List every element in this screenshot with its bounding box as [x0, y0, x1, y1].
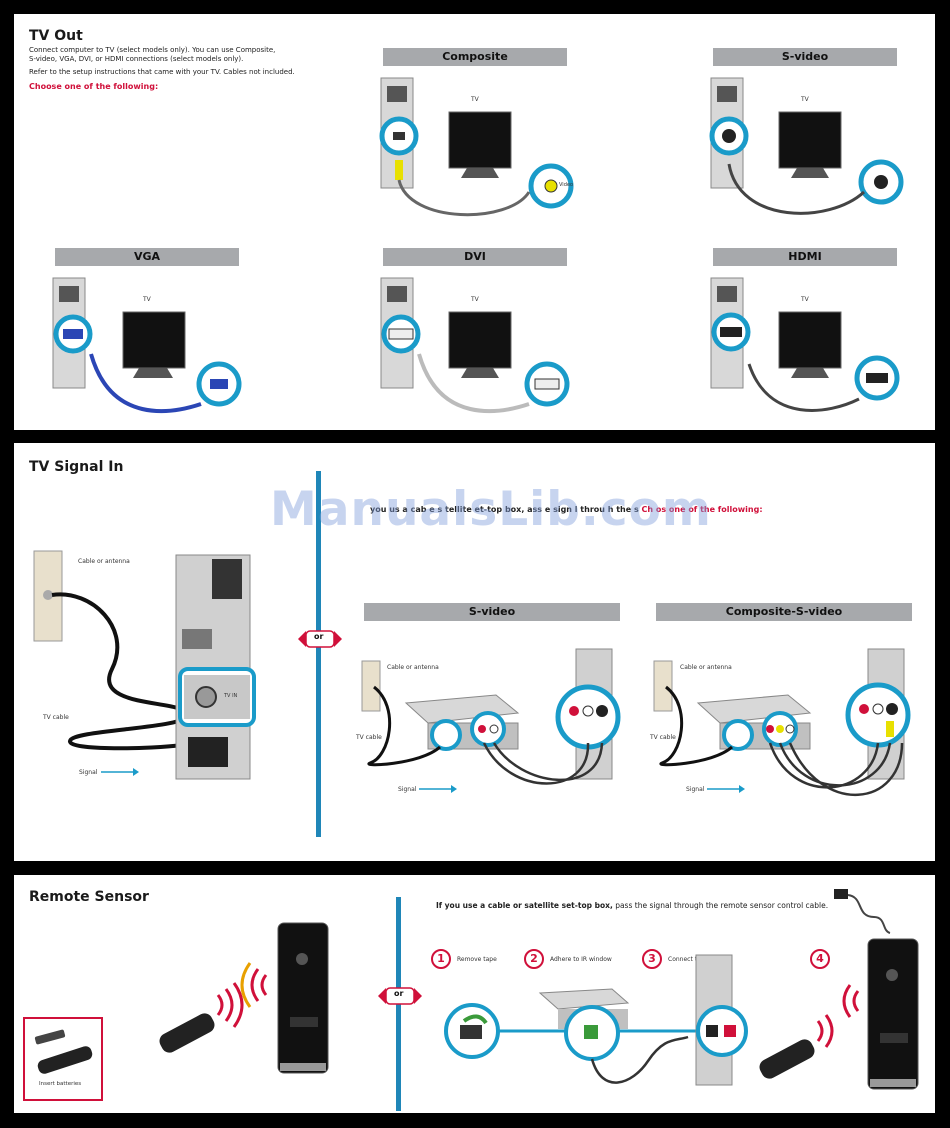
signal-arrow: [707, 785, 745, 793]
step-2-badge: 2: [524, 949, 544, 969]
svideo-header: S-video: [713, 48, 897, 66]
step-2-label: Adhere to IR window: [550, 956, 612, 963]
insert-batteries-label: Insert batteries: [39, 1081, 82, 1087]
tv-out-desc-3: Refer to the setup instructions that cam…: [29, 68, 295, 76]
or-badge: [298, 630, 342, 648]
or-label: or: [394, 989, 404, 998]
remote-to-pc-diagram: [159, 922, 329, 1074]
or-label: or: [314, 632, 324, 641]
remote-sensor-title: Remote Sensor: [29, 889, 149, 905]
svideo-settop-diagram: [361, 648, 621, 785]
remote-to-pc-diagram-2: [759, 938, 919, 1090]
tv-out-title: TV Out: [29, 28, 83, 44]
tv-cable-label: TV cable: [356, 734, 382, 741]
vga-header: VGA: [55, 248, 239, 266]
tv-out-desc-2: S-video, VGA, DVI, or HDMI connections (…: [29, 55, 244, 63]
or-badge: [378, 987, 422, 1005]
settop-text-main: you us a cab e s tellite et-top box, ass…: [370, 505, 642, 514]
remote-intro: If you use a cable or satellite set-top …: [436, 901, 828, 911]
tv-label: TV: [471, 96, 479, 103]
signal-label: Signal: [79, 769, 98, 776]
settop-text: you us a cab e s tellite et-top box, ass…: [370, 505, 763, 515]
signal-arrow: [101, 768, 139, 776]
composite-header: Composite: [383, 48, 567, 66]
tv-signal-in-title: TV Signal In: [29, 459, 124, 475]
insert-batteries-box: Insert batteries: [23, 1017, 103, 1101]
tv-label: TV: [801, 96, 809, 103]
tvin-port-label: TV IN: [224, 693, 238, 699]
tv-label: TV: [801, 296, 809, 303]
tv-cable-label: TV cable: [43, 714, 69, 721]
remote-intro-bold: If you use a cable or satellite set-top …: [436, 901, 613, 910]
composite-svideo-settop-diagram: [653, 648, 911, 796]
svideo-diagram: [709, 77, 904, 215]
hdmi-header: HDMI: [713, 248, 897, 266]
antenna-to-pc-diagram: [33, 550, 256, 780]
remote-sensor-panel: Remote Sensor Insert batteries or If you…: [14, 875, 935, 1113]
cable-or-antenna-label: Cable or antenna: [680, 664, 732, 671]
step-3-badge: 3: [642, 949, 662, 969]
remote-battery-icon: [34, 1029, 93, 1074]
cable-or-antenna-label: Cable or antenna: [78, 558, 130, 565]
signal-svideo-header: S-video: [364, 603, 620, 621]
tv-cable-label: TV cable: [650, 734, 676, 741]
dvi-diagram: [380, 277, 570, 413]
step-1-label: Remove tape: [457, 956, 497, 963]
hdmi-diagram: [710, 277, 900, 412]
settop-choose: Ch os one of the following:: [641, 505, 763, 514]
signal-arrow: [419, 785, 457, 793]
section-divider: [316, 471, 321, 837]
tv-out-desc-1: Connect computer to TV (select models on…: [29, 46, 276, 54]
tv-label: TV: [143, 296, 151, 303]
tv-out-choose: Choose one of the following:: [29, 82, 159, 91]
remote-intro-rest: pass the signal through the remote senso…: [612, 901, 829, 910]
cable-or-antenna-label: Cable or antenna: [387, 664, 439, 671]
signal-label: Signal: [398, 786, 417, 793]
composite-port-label: Video: [559, 182, 574, 188]
tv-out-panel: TV Out Connect computer to TV (select mo…: [14, 14, 935, 430]
tv-label: TV: [471, 296, 479, 303]
watermark: ManualsLib.com: [270, 482, 712, 537]
dvi-header: DVI: [383, 248, 567, 266]
remote-sensor-cable-icon: [834, 889, 891, 934]
sensor-install-diagram: [444, 954, 748, 1086]
step-1-badge: 1: [431, 949, 451, 969]
vga-diagram: [52, 277, 242, 413]
composite-diagram: [379, 77, 574, 217]
signal-composite-svideo-header: Composite-S-video: [656, 603, 912, 621]
signal-label: Signal: [686, 786, 705, 793]
step-4-badge: 4: [810, 949, 830, 969]
tv-signal-in-panel: TV Signal In TV IN Cable or antenna TV c…: [14, 443, 935, 861]
